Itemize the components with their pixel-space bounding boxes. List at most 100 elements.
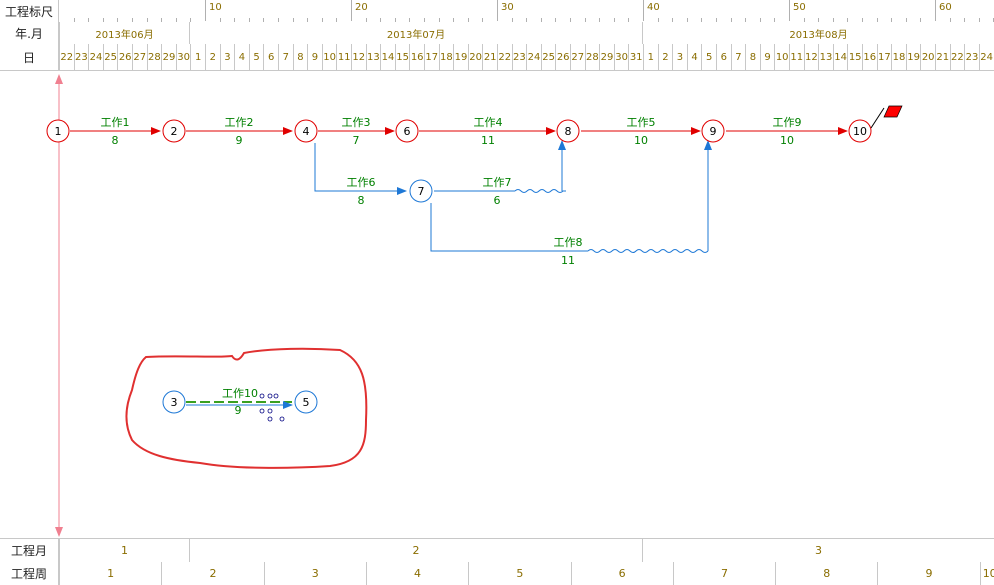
project-month-row: 工程月 1 2 3 xyxy=(0,538,994,563)
day-cell: 4 xyxy=(234,44,249,70)
day-cell: 25 xyxy=(102,44,118,70)
project-month-cell: 3 xyxy=(642,539,994,562)
task-duration: 11 xyxy=(561,254,575,267)
day-cell: 26 xyxy=(555,44,570,70)
day-cell: 27 xyxy=(132,44,147,70)
day-cell: 2 xyxy=(657,44,673,70)
ruler-tick xyxy=(438,18,440,22)
node-10[interactable] xyxy=(848,119,872,143)
day-cell: 29 xyxy=(599,44,614,70)
day-cell: 8 xyxy=(292,44,308,70)
selection-handles[interactable] xyxy=(259,393,285,422)
day-cell: 11 xyxy=(336,44,351,70)
day-cell: 22 xyxy=(497,44,512,70)
ruler-tick xyxy=(351,0,352,21)
node-label: 9 xyxy=(710,125,717,138)
day-cell: 19 xyxy=(453,44,468,70)
ruler-tick xyxy=(248,18,250,22)
ruler-tick xyxy=(847,18,849,22)
task-name: 工作3 xyxy=(342,116,371,129)
project-month-cell: 2 xyxy=(189,539,642,562)
month-cell: 2013年06月 xyxy=(59,22,189,44)
day-cell: 7 xyxy=(730,44,746,70)
node-5[interactable] xyxy=(294,390,318,414)
node-3[interactable] xyxy=(162,390,186,414)
day-cell: 30 xyxy=(613,44,629,70)
ruler-tick xyxy=(497,0,498,21)
ruler-label: 工程标尺 xyxy=(0,0,59,22)
ruler-tick xyxy=(190,18,192,22)
annotation-outline xyxy=(125,347,368,469)
ruler-tick xyxy=(321,18,323,22)
day-cell: 30 xyxy=(175,44,191,70)
arrow-task6[interactable] xyxy=(314,143,407,195)
ruler-tick xyxy=(686,18,688,22)
task-name: 工作4 xyxy=(474,116,503,129)
arrow-task8[interactable] xyxy=(430,203,588,252)
ruler-tick xyxy=(365,18,367,22)
day-cell: 7 xyxy=(278,44,293,70)
node-6[interactable] xyxy=(395,119,419,143)
ruler-tick xyxy=(511,18,513,22)
day-cell: 16 xyxy=(409,44,424,70)
axis-arrow-down xyxy=(55,527,63,537)
task-name: 工作5 xyxy=(627,116,656,129)
ruler-tick xyxy=(73,18,75,22)
day-cell: 5 xyxy=(248,44,264,70)
day-cell: 10 xyxy=(774,44,789,70)
day-cell: 15 xyxy=(394,44,410,70)
day-cell: 14 xyxy=(380,44,395,70)
day-cell: 1 xyxy=(190,44,205,70)
node-7[interactable] xyxy=(409,179,433,203)
ruler-tick xyxy=(716,18,717,22)
ruler-number: 10 xyxy=(209,2,222,13)
node-1[interactable] xyxy=(46,119,70,143)
ruler-tick xyxy=(380,18,382,22)
project-week-cell: 6 xyxy=(570,562,673,585)
day-cell: 13 xyxy=(818,44,833,70)
project-week-cell: 9 xyxy=(877,562,979,585)
ruler-tick xyxy=(132,18,133,22)
project-week-cell: 10 xyxy=(979,562,994,585)
ruler-tick xyxy=(643,0,644,21)
ruler-tick xyxy=(292,18,294,22)
ruler-number: 40 xyxy=(647,2,660,13)
node-label: 1 xyxy=(55,125,62,138)
month-cell: 2013年07月 xyxy=(189,22,642,44)
ruler-tick xyxy=(555,18,557,22)
node-4[interactable] xyxy=(294,119,318,143)
node-label: 4 xyxy=(303,125,310,138)
ruler-tick xyxy=(117,18,119,22)
node-label: 7 xyxy=(418,185,425,198)
day-cell: 21 xyxy=(935,44,950,70)
ruler-tick xyxy=(409,18,411,22)
ruler-tick xyxy=(102,18,104,22)
ruler-tick xyxy=(832,18,834,22)
node-2[interactable] xyxy=(162,119,186,143)
task-name: 工作2 xyxy=(225,116,254,129)
ruler-tick xyxy=(613,18,615,22)
node-8[interactable] xyxy=(556,119,580,143)
day-cell: 9 xyxy=(307,44,322,70)
project-week-cell: 3 xyxy=(263,562,366,585)
day-cell: 11 xyxy=(789,44,804,70)
ruler-tick xyxy=(161,18,163,22)
ruler-tick xyxy=(657,18,659,22)
day-cell: 23 xyxy=(511,44,527,70)
day-cell: 21 xyxy=(482,44,497,70)
task-name: 工作7 xyxy=(483,176,512,189)
task-name: 工作1 xyxy=(101,116,130,129)
project-week-label: 工程周 xyxy=(0,562,59,585)
day-cell: 17 xyxy=(424,44,439,70)
ruler-tick xyxy=(482,18,484,22)
day-cell: 22 xyxy=(59,44,74,70)
day-cell: 5 xyxy=(701,44,716,70)
node-9[interactable] xyxy=(701,119,725,143)
finish-flag-icon[interactable] xyxy=(883,105,903,118)
ruler-tick xyxy=(745,18,747,22)
day-cell: 6 xyxy=(716,44,731,70)
ruler-tick xyxy=(146,18,148,22)
ruler-tick xyxy=(672,18,674,22)
day-cell: 22 xyxy=(949,44,965,70)
ruler-tick xyxy=(540,18,542,22)
